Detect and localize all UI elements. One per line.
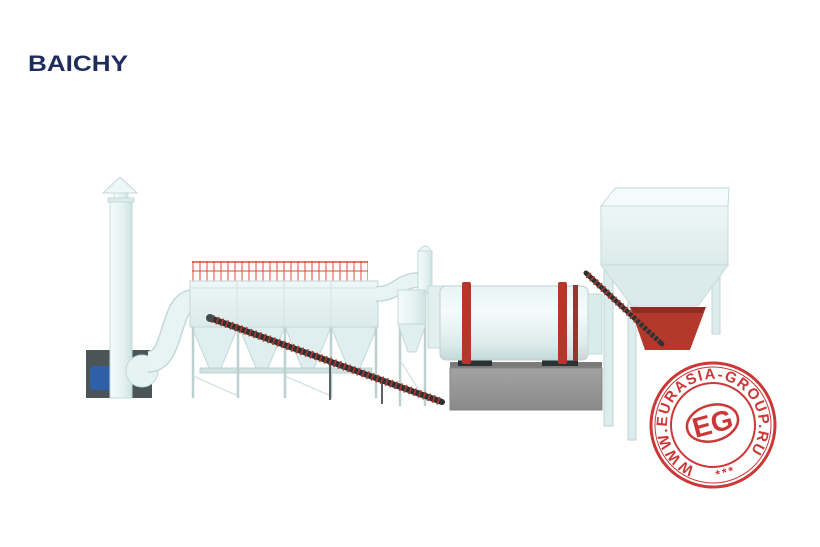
feed-bin bbox=[599, 187, 730, 441]
bag-filter bbox=[189, 261, 379, 398]
feed-chute bbox=[630, 307, 706, 350]
cross-brace bbox=[284, 375, 332, 397]
duct-body bbox=[375, 273, 421, 301]
concrete-foundation-top bbox=[450, 362, 602, 368]
stamp-inner-ring bbox=[670, 382, 756, 468]
cyclone-cone bbox=[397, 323, 427, 353]
feed-chute-lip bbox=[630, 307, 706, 313]
bin-hopper-cone bbox=[599, 264, 729, 307]
bin-front-face bbox=[600, 205, 729, 266]
stamp-outer-thin-ring bbox=[654, 366, 772, 484]
stamp-outer-ring bbox=[649, 361, 777, 489]
stamp-center-oval bbox=[685, 403, 740, 443]
girth-gear bbox=[573, 285, 578, 361]
chimney bbox=[101, 176, 139, 399]
fan-motor bbox=[90, 366, 112, 390]
inclined-belt-conveyor bbox=[206, 314, 445, 406]
cyclone-body bbox=[397, 289, 427, 325]
brand-logo: BAICHY bbox=[28, 51, 128, 76]
drum-riding-ring bbox=[462, 282, 471, 364]
feed-belt-conveyor bbox=[583, 270, 665, 347]
dryer-feed-end-hood bbox=[587, 293, 603, 355]
concrete-foundation bbox=[449, 367, 603, 411]
cross-brace bbox=[192, 375, 239, 397]
duct-body bbox=[146, 290, 197, 372]
chimney-stack bbox=[109, 201, 133, 399]
conveyor-slats bbox=[585, 272, 663, 345]
rotary-dryer bbox=[439, 282, 603, 411]
conveyor-frame bbox=[583, 270, 665, 347]
bin-top-face bbox=[599, 187, 730, 207]
chimney-flange bbox=[107, 197, 135, 203]
conveyor-head-pulley bbox=[206, 314, 214, 322]
stamp-stars: *** bbox=[714, 463, 737, 482]
cyclone-duct bbox=[375, 272, 421, 302]
conveyor-slats bbox=[210, 314, 442, 406]
drum-riding-ring bbox=[558, 282, 567, 364]
fan-inlet-duct bbox=[145, 289, 197, 373]
